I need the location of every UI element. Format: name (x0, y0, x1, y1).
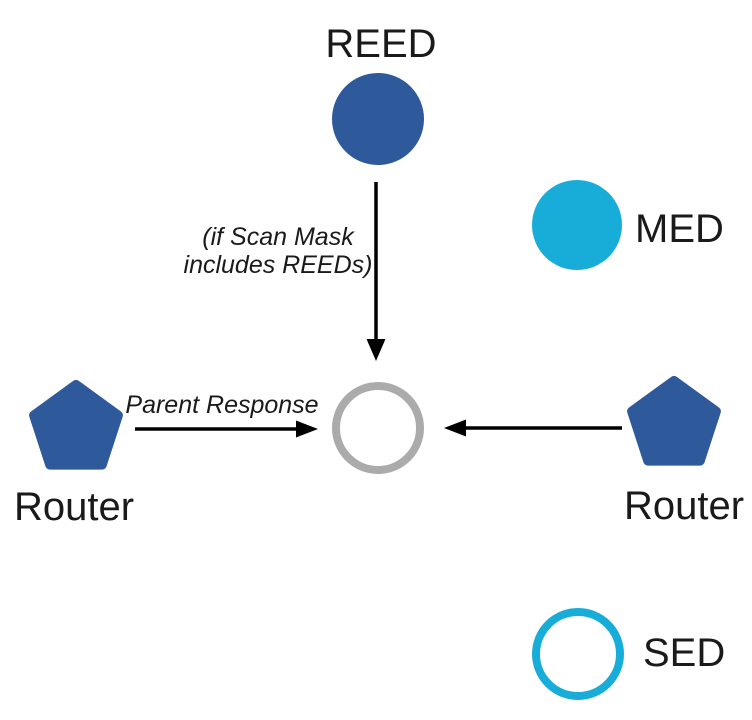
router-right-to-parent-arrow (444, 419, 622, 437)
router-left-node: Router (14, 380, 134, 529)
parent-response-arrow: Parent Response (125, 391, 319, 438)
arrow-head-left-to-center (296, 420, 318, 438)
scan-mask-note: (if Scan Mask includes REEDs) (184, 223, 373, 279)
router-right-label: Router (624, 484, 744, 528)
router-left-label: Router (14, 485, 134, 529)
med-node: MED (532, 180, 724, 270)
med-label: MED (635, 207, 724, 251)
router-right-node: Router (624, 376, 744, 528)
scan-mask-note-line2: includes REEDs) (184, 251, 373, 279)
sed-circle (532, 608, 624, 700)
scan-mask-note-line1: (if Scan Mask (202, 223, 355, 251)
reed-to-parent-arrow (366, 182, 386, 361)
sed-label: SED (643, 631, 725, 675)
med-circle (532, 180, 622, 270)
router-right-pentagon (627, 376, 721, 466)
arrow-head-down (366, 339, 386, 361)
parent-response-label: Parent Response (125, 391, 318, 419)
arrow-head-right-to-center (444, 419, 466, 437)
reed-node: REED (325, 22, 437, 165)
reed-circle (332, 73, 424, 165)
sed-node: SED (532, 608, 725, 700)
parent-node-circle (332, 382, 424, 474)
reed-label: REED (325, 22, 436, 66)
router-left-pentagon (29, 380, 123, 470)
